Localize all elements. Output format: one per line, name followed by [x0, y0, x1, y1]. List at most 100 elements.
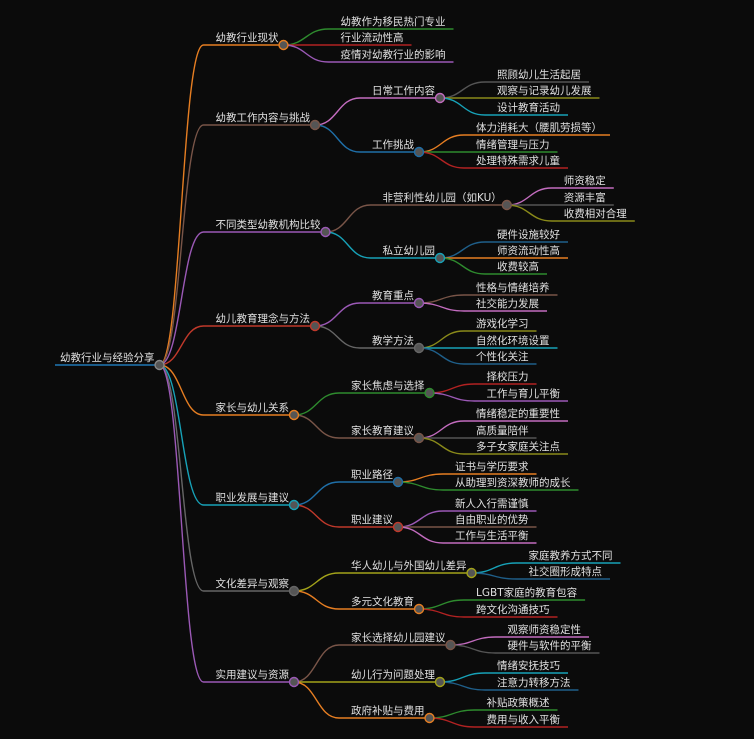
branch-3-collapse-toggle[interactable]: [309, 320, 321, 332]
subtopic-7-0-collapse-toggle[interactable]: [445, 639, 456, 651]
subtopic-4-0-collapse-toggle[interactable]: [424, 387, 435, 399]
subtopic-5-1-collapse-toggle[interactable]: [392, 521, 404, 533]
subtopic-4-0-edge: [293, 392, 430, 416]
branch-3-edge: [159, 325, 315, 366]
subtopic-3-0-label: 教育重点: [372, 289, 414, 302]
leaf-1-0-2-edge: [439, 97, 568, 116]
subtopic-5-0-collapse-toggle[interactable]: [392, 476, 404, 488]
leaf-3-0-1-label: 社交能力发展: [476, 297, 539, 310]
mind-map-edges: [55, 28, 635, 728]
subtopic-1-0-label: 日常工作内容: [372, 84, 435, 97]
leaf-7-0-1-label: 硬件与软件的平衡: [508, 639, 592, 652]
subtopic-1-0-collapse-toggle[interactable]: [434, 92, 446, 104]
branch-6-collapse-toggle[interactable]: [288, 585, 300, 597]
subtopic-2-1-edge: [325, 231, 440, 259]
subtopic-5-0-edge: [293, 481, 398, 506]
subtopic-4-1-edge: [293, 414, 419, 439]
leaf-2-1-1-label: 师资流动性高: [497, 244, 560, 257]
subtopic-6-1-label: 多元文化教育: [351, 595, 414, 608]
leaf-7-1-1-label: 注意力转移方法: [497, 676, 571, 689]
branch-4-collapse-toggle[interactable]: [288, 409, 300, 421]
branch-6-edge: [159, 364, 294, 592]
leaf-7-2-0-label: 补贴政策概述: [487, 696, 550, 709]
leaf-2-0-1-label: 资源丰富: [564, 191, 606, 204]
leaf-1-1-2-label: 处理特殊需求儿童: [476, 154, 560, 167]
subtopic-4-0-label: 家长焦虑与选择: [351, 379, 425, 392]
subtopic-2-1-collapse-toggle[interactable]: [434, 252, 446, 264]
leaf-1-0-1-label: 观察与记录幼儿发展: [497, 84, 592, 97]
subtopic-6-1-collapse-toggle[interactable]: [413, 603, 425, 615]
subtopic-3-0-edge: [314, 302, 419, 327]
leaf-4-0-1-edge: [429, 392, 568, 402]
subtopic-1-0-edge: [314, 97, 440, 126]
subtopic-7-2-collapse-toggle[interactable]: [424, 712, 435, 724]
subtopic-4-1-label: 家长教育建议: [351, 424, 414, 437]
branch-0-collapse-toggle[interactable]: [278, 39, 289, 51]
branch-5-edge: [159, 364, 294, 506]
branch-7-edge: [158, 364, 294, 683]
subtopic-2-0-label: 非营利性幼儿园（如KU）: [383, 191, 502, 204]
leaf-1-0-0-label: 照顾幼儿生活起居: [497, 68, 581, 81]
subtopic-6-0-collapse-toggle[interactable]: [466, 567, 477, 579]
leaf-0-2-label: 疫情对幼教行业的影响: [341, 48, 446, 61]
branch-4-label: 家长与幼儿关系: [216, 401, 290, 414]
subtopic-7-0-label: 家长选择幼儿园建议: [351, 631, 446, 644]
leaf-1-1-1-label: 情绪管理与压力: [476, 138, 550, 151]
subtopic-6-1-edge: [293, 590, 419, 610]
root-collapse-toggle[interactable]: [154, 359, 165, 371]
subtopic-7-2-edge: [293, 681, 430, 719]
leaf-7-1-1-edge: [439, 681, 579, 691]
leaf-6-0-1-edge: [471, 572, 610, 580]
subtopic-1-1-collapse-toggle[interactable]: [413, 146, 425, 158]
branch-5-collapse-toggle[interactable]: [288, 499, 300, 511]
branch-2-label: 不同类型幼教机构比较: [216, 218, 321, 231]
leaf-5-0-1-label: 从助理到资深教师的成长: [455, 476, 571, 489]
subtopic-5-1-edge: [293, 504, 398, 528]
subtopic-5-0-label: 职业路径: [351, 468, 393, 481]
subtopic-3-1-edge: [314, 325, 419, 349]
branch-6-label: 文化差异与观察: [216, 577, 290, 590]
leaf-3-1-2-edge: [418, 347, 537, 365]
leaf-7-2-1-label: 费用与收入平衡: [487, 713, 561, 726]
subtopic-1-1-edge: [314, 124, 419, 153]
leaf-7-1-0-label: 情绪安抚技巧: [497, 659, 560, 672]
subtopic-7-0-edge: [293, 644, 451, 683]
branch-3-label: 幼儿教育理念与方法: [216, 312, 311, 325]
leaf-5-1-2-label: 工作与生活平衡: [455, 529, 529, 542]
branch-5-label: 职业发展与建议: [216, 491, 290, 504]
branch-1-edge: [159, 124, 315, 366]
subtopic-5-1-label: 职业建议: [351, 513, 393, 526]
branch-0-label: 幼教行业现状: [216, 31, 279, 44]
leaf-4-1-2-edge: [418, 437, 568, 455]
leaf-1-0-2-label: 设计教育活动: [497, 101, 560, 114]
leaf-2-0-2-label: 收费相对合理: [564, 207, 627, 220]
leaf-4-0-1-label: 工作与育儿平衡: [487, 387, 561, 400]
subtopic-2-0-edge: [325, 204, 507, 233]
leaf-1-1-0-label: 体力消耗大（腰肌劳损等）: [476, 121, 602, 134]
branch-7-collapse-toggle[interactable]: [288, 676, 300, 688]
subtopic-0-2-edge: [283, 44, 454, 63]
leaf-2-1-2-edge: [439, 257, 547, 275]
leaf-3-1-1-label: 自然化环境设置: [476, 334, 550, 347]
branch-4-edge: [159, 364, 294, 416]
leaf-4-1-2-label: 多子女家庭关注点: [476, 440, 560, 453]
leaf-6-1-0-label: LGBT家庭的教育包容: [476, 586, 578, 599]
leaf-2-0-2-edge: [506, 204, 635, 222]
leaf-3-1-2-label: 个性化关注: [476, 350, 529, 363]
branch-7-label: 实用建议与资源: [216, 668, 290, 681]
leaf-2-1-0-label: 硬件设施较好: [497, 228, 560, 241]
subtopic-2-0-collapse-toggle[interactable]: [501, 199, 512, 211]
leaf-6-1-1-label: 跨文化沟通技巧: [476, 603, 550, 616]
subtopic-3-1-collapse-toggle[interactable]: [413, 342, 425, 354]
leaf-0-1-label: 行业流动性高: [341, 31, 404, 44]
branch-1-collapse-toggle[interactable]: [309, 119, 321, 131]
leaf-7-0-0-label: 观察师资稳定性: [508, 623, 582, 636]
leaf-5-0-0-label: 证书与学历要求: [455, 460, 529, 473]
branch-1-label: 幼教工作内容与挑战: [216, 111, 311, 124]
subtopic-3-0-collapse-toggle[interactable]: [413, 297, 425, 309]
leaf-3-0-1-edge: [418, 302, 547, 312]
subtopic-7-1-collapse-toggle[interactable]: [434, 676, 446, 688]
subtopic-4-1-collapse-toggle[interactable]: [413, 432, 425, 444]
leaf-4-0-0-label: 择校压力: [487, 370, 529, 383]
branch-2-collapse-toggle[interactable]: [320, 226, 331, 238]
